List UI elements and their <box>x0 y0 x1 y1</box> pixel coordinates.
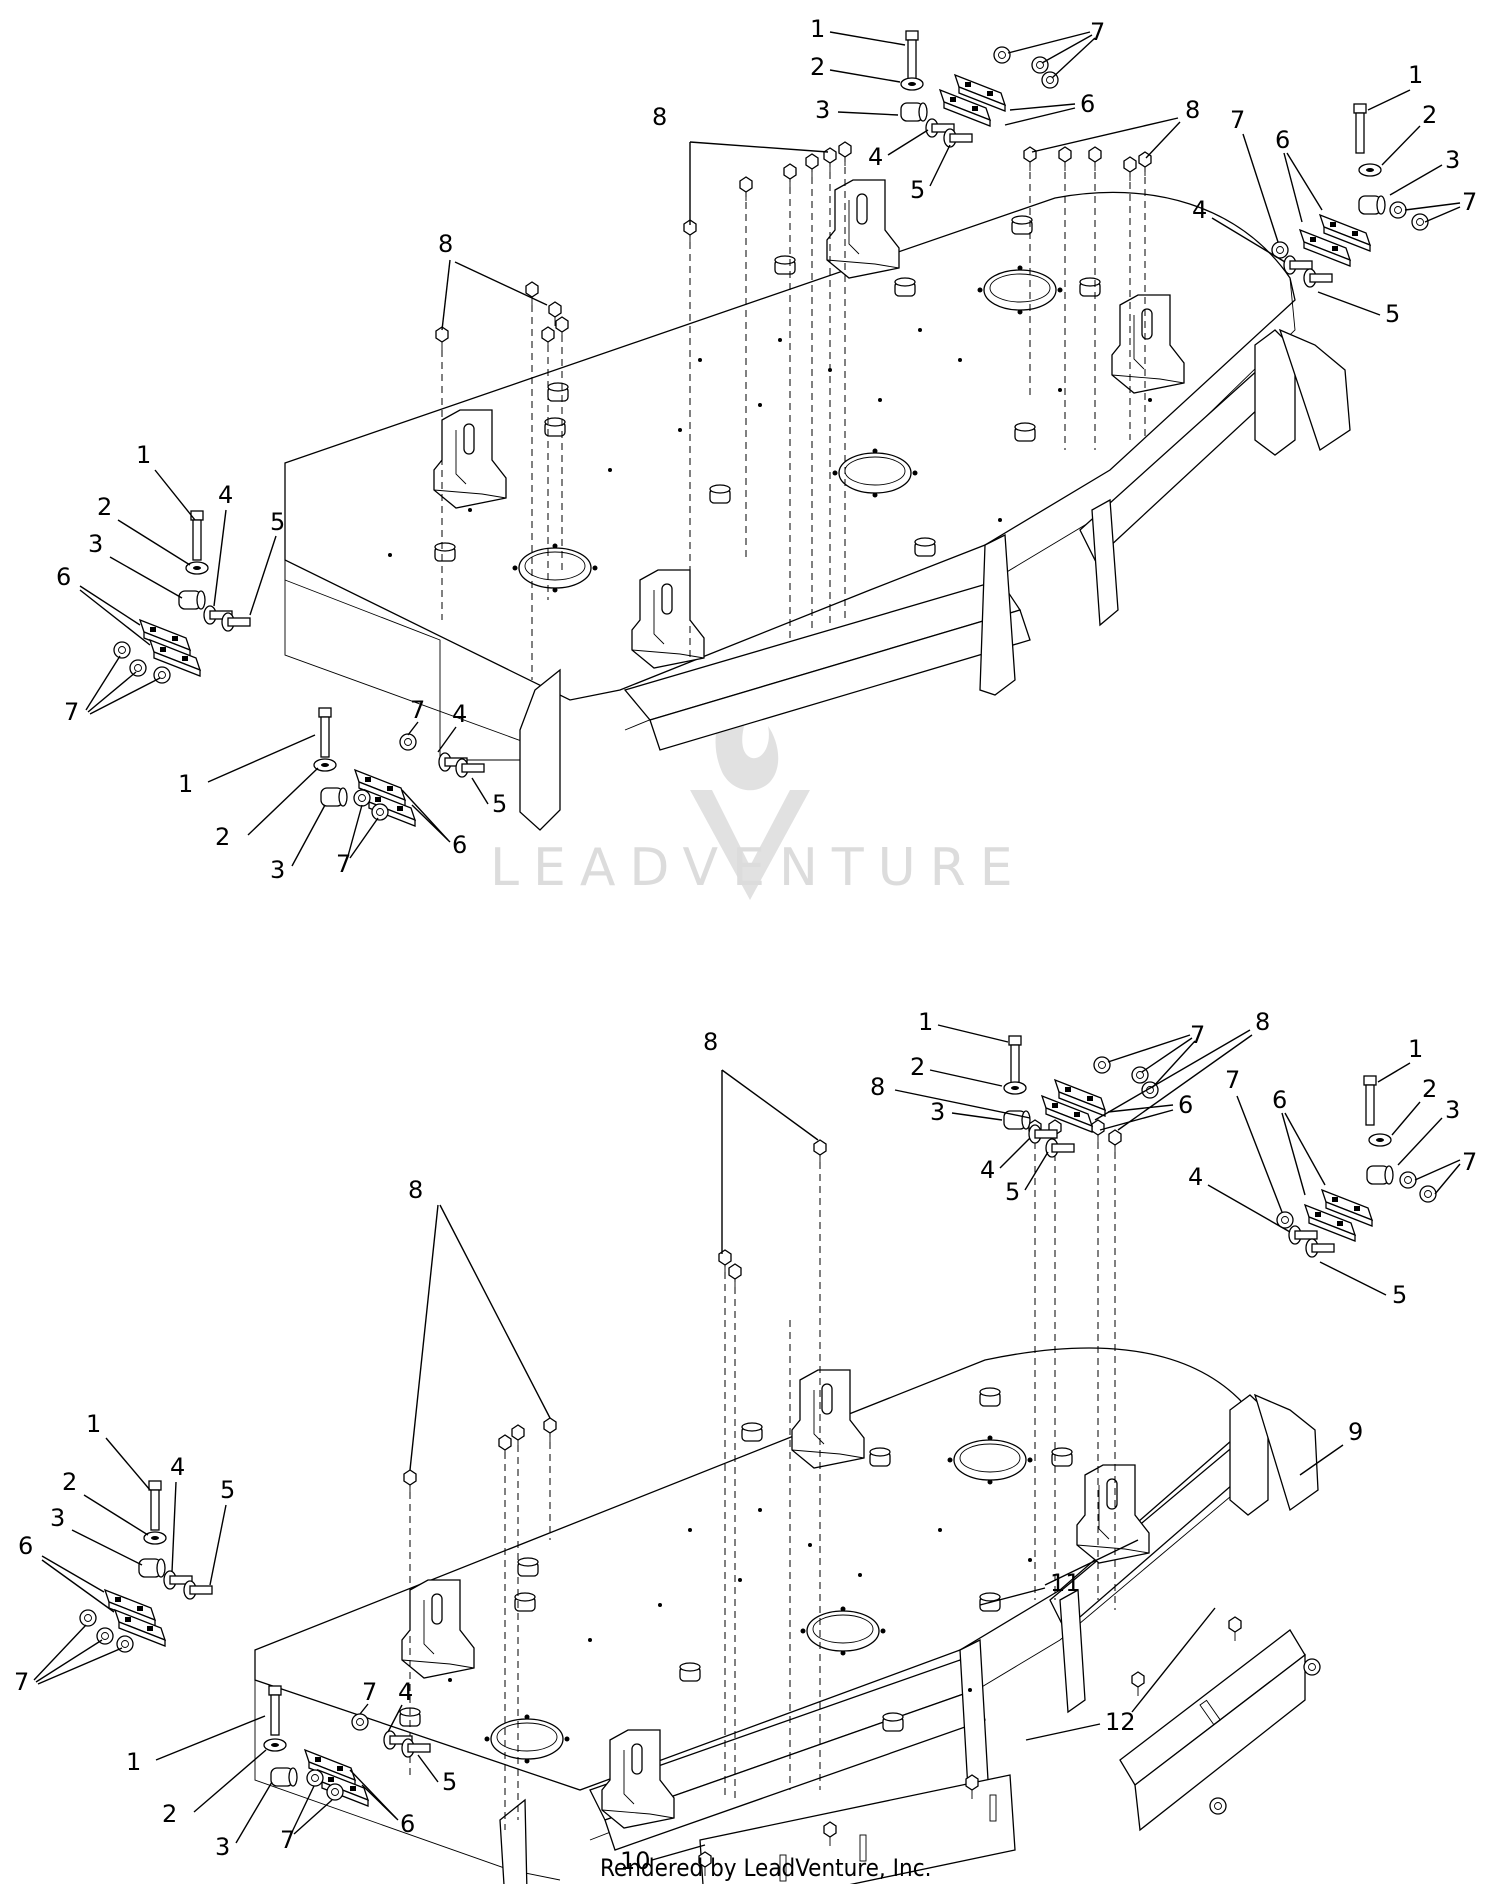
callout-7d: 7 <box>64 698 79 726</box>
callout-7k: 7 <box>362 1678 377 1706</box>
callout-2e: 2 <box>910 1053 925 1081</box>
callout-4c: 4 <box>218 481 233 509</box>
callout-7b: 7 <box>1462 188 1477 216</box>
callout-5b: 5 <box>1385 300 1400 328</box>
callout-3c: 3 <box>88 530 103 558</box>
deck-upper <box>113 30 1429 831</box>
callout-7i: 7 <box>1225 1066 1240 1094</box>
callout-3b: 3 <box>1445 146 1460 174</box>
callout-7h: 7 <box>1462 1148 1477 1176</box>
callout-8b: 8 <box>1185 96 1200 124</box>
callout-5h: 5 <box>442 1768 457 1796</box>
callout-6b: 6 <box>1275 126 1290 154</box>
callout-6h: 6 <box>400 1810 415 1838</box>
callout-7e: 7 <box>410 696 425 724</box>
callout-5g: 5 <box>220 1476 235 1504</box>
callouts-lower: 1 2 3 4 5 6 7 8 8 8 8 1 2 3 7 <box>14 1008 1477 1875</box>
callout-7: 7 <box>1090 18 1105 46</box>
callout-8: 8 <box>652 103 667 131</box>
callout-8f: 8 <box>1255 1008 1270 1036</box>
callout-4f: 4 <box>1188 1163 1203 1191</box>
callout-2d: 2 <box>215 823 230 851</box>
callout-1h: 1 <box>126 1748 141 1776</box>
callout-2b: 2 <box>1422 101 1437 129</box>
callout-4e: 4 <box>980 1156 995 1184</box>
callout-7c: 7 <box>1230 106 1245 134</box>
callout-1: 1 <box>810 15 825 43</box>
callout-6d: 6 <box>452 831 467 859</box>
callout-2h: 2 <box>162 1800 177 1828</box>
callout-8c: 8 <box>438 230 453 258</box>
callout-4b: 4 <box>1192 196 1207 224</box>
callout-5d: 5 <box>492 790 507 818</box>
callout-4d: 4 <box>452 700 467 728</box>
callout-1f: 1 <box>1408 1035 1423 1063</box>
footer-credit: Rendered by LeadVenture, Inc. <box>600 1854 931 1882</box>
callout-5f: 5 <box>1392 1281 1407 1309</box>
callout-6c: 6 <box>56 563 71 591</box>
callout-5e: 5 <box>1005 1178 1020 1206</box>
callout-3g: 3 <box>50 1504 65 1532</box>
callout-10: 10 <box>620 1847 651 1875</box>
callout-2c: 2 <box>97 493 112 521</box>
callout-8d: 8 <box>703 1028 718 1056</box>
callout-8g: 8 <box>408 1176 423 1204</box>
callout-3e: 3 <box>930 1098 945 1126</box>
callout-1d: 1 <box>178 770 193 798</box>
watermark-text: LEADVENTURE <box>490 838 1027 898</box>
callout-1e: 1 <box>918 1008 933 1036</box>
callout-7l: 7 <box>280 1826 295 1854</box>
callout-4g: 4 <box>170 1453 185 1481</box>
callout-11: 11 <box>1050 1569 1081 1597</box>
watermark: LEADVENTURE <box>490 680 1027 900</box>
callout-3d: 3 <box>270 856 285 884</box>
callouts-upper: 1 2 3 4 5 6 7 8 8 8 1 2 3 7 <box>56 15 1477 884</box>
callout-1c: 1 <box>136 441 151 469</box>
callout-7f: 7 <box>336 850 351 878</box>
callout-3: 3 <box>815 96 830 124</box>
callout-2f: 2 <box>1422 1075 1437 1103</box>
callout-2: 2 <box>810 53 825 81</box>
callout-5: 5 <box>910 176 925 204</box>
callout-6g: 6 <box>18 1532 33 1560</box>
callout-6e: 6 <box>1178 1091 1193 1119</box>
callout-12: 12 <box>1105 1708 1136 1736</box>
deck-lower <box>79 1035 1437 1884</box>
callout-7j: 7 <box>14 1668 29 1696</box>
callout-4h: 4 <box>398 1678 413 1706</box>
callout-3f: 3 <box>1445 1096 1460 1124</box>
callout-6f: 6 <box>1272 1086 1287 1114</box>
callout-1b: 1 <box>1408 61 1423 89</box>
callout-1g: 1 <box>86 1410 101 1438</box>
callout-8e: 8 <box>870 1073 885 1101</box>
callout-6: 6 <box>1080 90 1095 118</box>
callout-3h: 3 <box>215 1833 230 1861</box>
callout-5c: 5 <box>270 508 285 536</box>
callout-4: 4 <box>868 143 883 171</box>
callout-2g: 2 <box>62 1468 77 1496</box>
callout-9: 9 <box>1348 1418 1363 1446</box>
